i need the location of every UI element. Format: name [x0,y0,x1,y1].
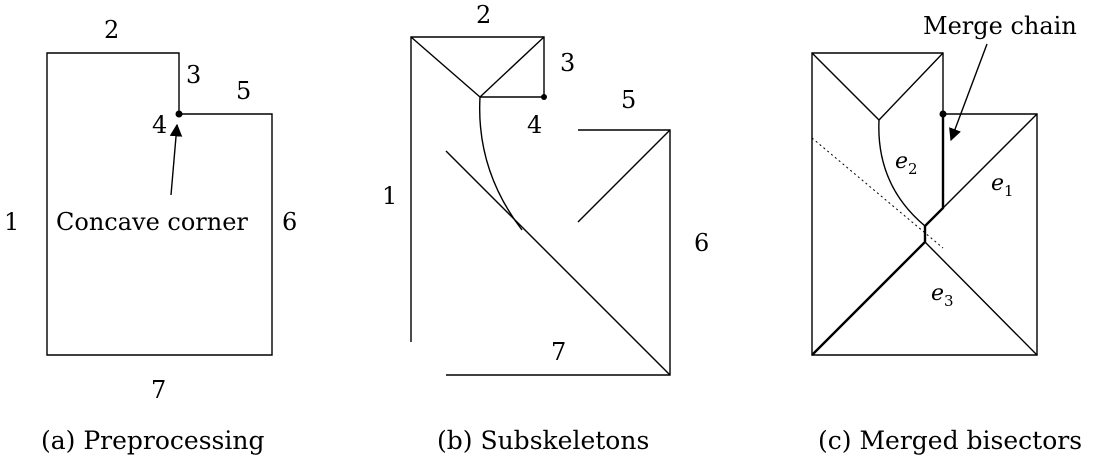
bisector-e1 [942,113,1038,209]
edge-label-1: 1 [382,182,397,210]
bisector-upper-right [479,36,545,98]
edge-label-5: 5 [236,77,251,105]
edge-label-2: 2 [104,16,119,44]
merge-chain-arrow [949,43,988,142]
polygon-outline [811,52,1038,356]
removed-bisector [811,137,944,249]
bisector-upper-left [811,52,880,121]
parabolic-arc [478,96,523,231]
concave-corner-arrow [169,123,183,196]
edge-label-3: 3 [560,49,575,77]
concave-corner-dot [175,110,183,118]
bisector-upper-right [878,52,944,121]
caption-a: (a) Preprocessing [41,426,265,455]
caption-b: (b) Subskeletons [437,426,649,455]
concave-corner-label: Concave corner [56,208,248,236]
edge-label-7: 7 [551,338,566,366]
bisector-upper-left [410,36,481,98]
merge-chain-label: Merge chain [923,12,1077,40]
edge-label-7: 7 [151,376,166,404]
edge-label-6: 6 [694,229,709,257]
concave-corner-dot [939,110,947,118]
panel-c: Merge chain e2 e1 e3 (c) Merged bisector… [811,12,1082,455]
subpolygon-lower-outline [446,129,671,376]
edge-label-4: 4 [152,111,167,139]
label-e2: e2 [895,149,918,178]
merge-chain [811,114,945,356]
bisector-lower-diagonal [445,150,671,376]
edge-label-2: 2 [476,1,491,29]
edge-label-3: 3 [186,61,201,89]
panel-a: 1 2 3 4 5 6 7 Concave corner (a) Preproc… [4,16,297,455]
caption-c: (c) Merged bisectors [818,426,1082,455]
panel-b: 1 2 3 4 5 6 7 (b) Subskeletons [382,1,709,455]
bisector-lower-right [924,241,1038,356]
edge-label-5: 5 [621,86,636,114]
edge-label-1: 1 [4,208,19,236]
bisector-lower-upper [577,129,671,223]
subpolygon-upper-outline [410,36,545,342]
edge-label-6: 6 [282,208,297,236]
polygon-outline [46,52,273,356]
edge-label-4: 4 [527,111,542,139]
corner-dot-b [541,94,547,100]
label-e1: e1 [991,171,1014,200]
parabolic-arc [878,119,926,227]
label-e3: e3 [931,281,954,310]
